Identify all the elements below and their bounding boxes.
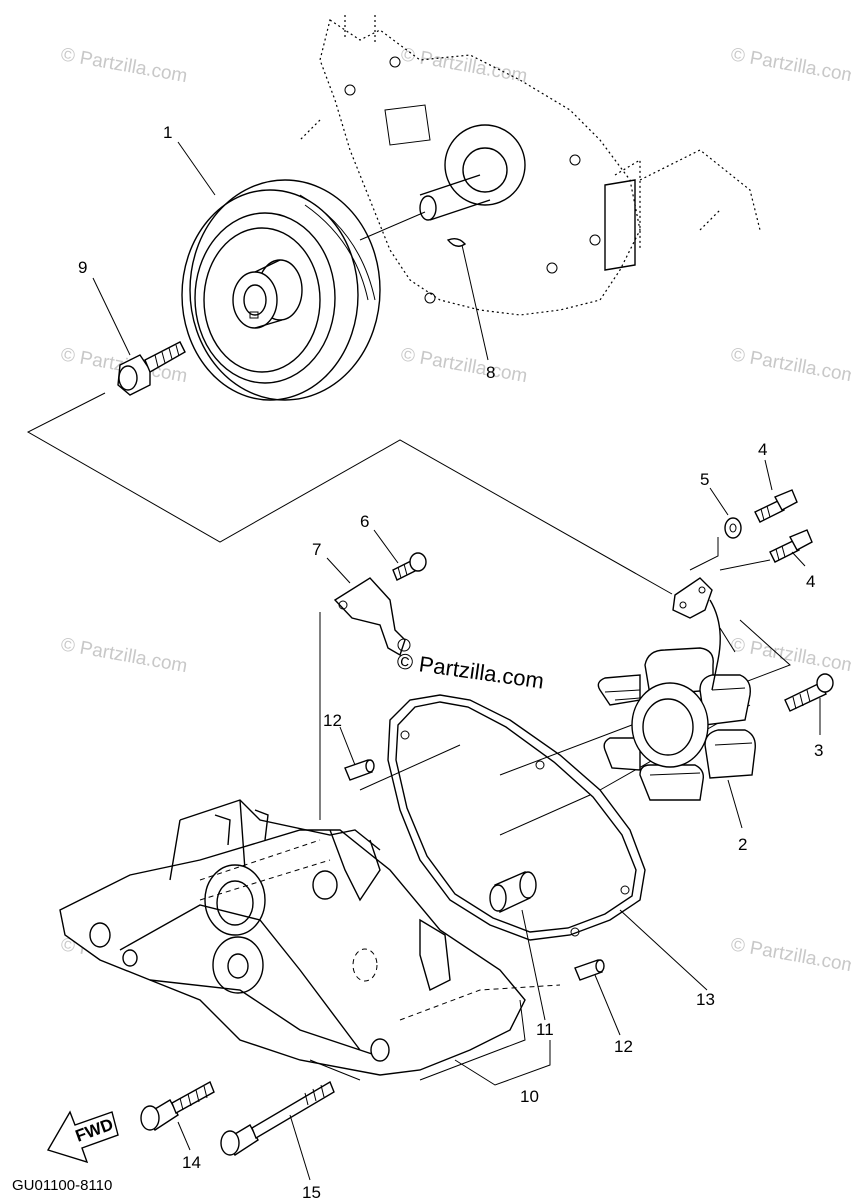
stator-bolt: [784, 673, 834, 712]
callout-2: 2: [738, 835, 747, 854]
collar: [489, 871, 537, 914]
fwd-arrow-icon: FWD: [46, 1110, 119, 1164]
flywheel-rotor: [181, 179, 381, 401]
callout-8: 8: [486, 363, 495, 382]
watermark: © Partzilla.com: [729, 934, 851, 977]
callout-12b: 12: [614, 1037, 633, 1056]
crankcase-outline: [299, 15, 761, 316]
watermark: © Partzilla.com: [729, 344, 851, 387]
callout-12a: 12: [323, 711, 342, 730]
watermark: © Partzilla.com: [399, 44, 529, 87]
bolt-14: [140, 1081, 215, 1131]
callout-15: 15: [302, 1183, 321, 1200]
watermark: © Partzilla.com: [59, 634, 189, 677]
watermark: © Partzilla.com: [399, 344, 529, 387]
callout-1: 1: [163, 123, 172, 142]
callout-4a: 4: [758, 440, 767, 459]
screw-4-upper: [754, 489, 798, 523]
callout-7: 7: [312, 540, 321, 559]
callouts: 1 2 3 4 4 5 6 7 8 9 10 11 12 12 13 14 15: [78, 123, 823, 1200]
partzilla-brand: © Partzilla.com: [395, 648, 545, 693]
callout-10: 10: [520, 1087, 539, 1106]
washer: [724, 517, 742, 539]
watermarks: © Partzilla.com © Partzilla.com © Partzi…: [59, 44, 851, 977]
callout-6: 6: [360, 512, 369, 531]
pickup-bracket: [672, 577, 713, 619]
callout-11: 11: [536, 1020, 554, 1039]
diagram-code: GU01100-8110: [12, 1177, 112, 1194]
callout-4b: 4: [806, 572, 815, 591]
crankcase-cover: [59, 799, 561, 1081]
assembly-lines: [26, 211, 791, 836]
callout-3: 3: [814, 741, 823, 760]
watermark: © Partzilla.com: [729, 44, 851, 87]
callout-13: 13: [696, 990, 715, 1009]
dowel-pin-lower: [574, 959, 605, 981]
callout-9: 9: [78, 258, 87, 277]
dowel-pin-upper: [344, 759, 375, 781]
screw-6: [392, 552, 427, 581]
stator-coil: [597, 599, 756, 801]
callout-14: 14: [182, 1153, 201, 1172]
screw-4-lower: [769, 529, 813, 563]
watermark: © Partzilla.com: [729, 634, 851, 677]
rotor-bolt: [117, 341, 186, 396]
callout-5: 5: [700, 470, 709, 489]
lead-clamp: [333, 577, 411, 657]
leader-lines: [92, 141, 821, 1181]
watermark: © Partzilla.com: [59, 44, 189, 87]
cover-gasket: [387, 694, 646, 941]
bolt-15: [220, 1080, 335, 1156]
